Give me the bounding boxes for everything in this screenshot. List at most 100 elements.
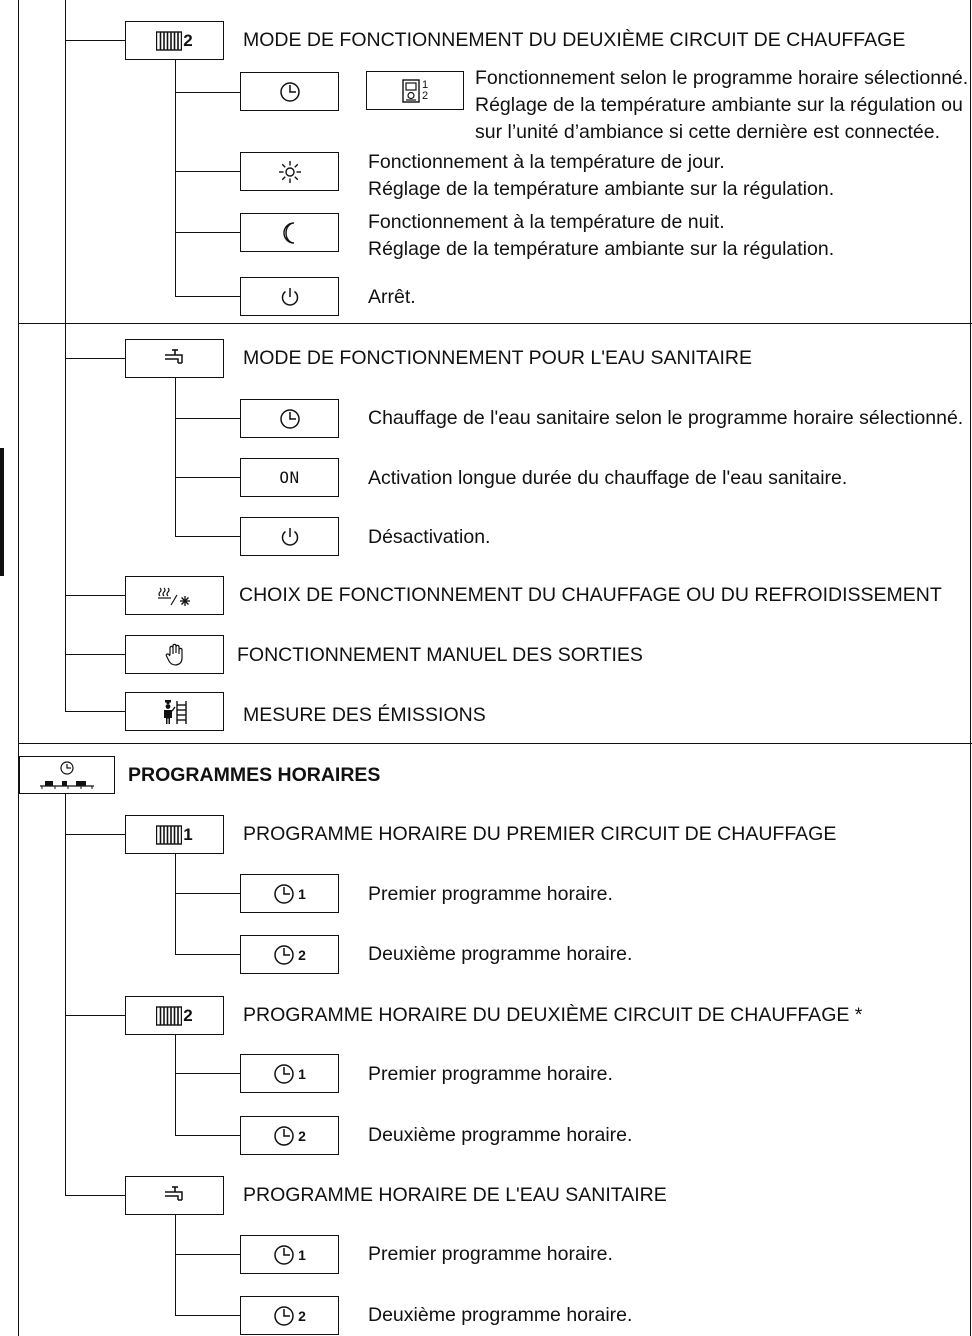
tree-connector — [175, 1315, 240, 1317]
chimney-sweep-icon — [161, 699, 189, 725]
dhw-mode-button[interactable] — [125, 339, 224, 378]
tree-branch — [175, 1215, 177, 1315]
manual-outputs-button[interactable] — [125, 635, 224, 674]
item-description: sur l’unité d’ambiance si cette dernière… — [475, 121, 941, 143]
item-description: Réglage de la température ambiante sur l… — [475, 94, 963, 116]
dhw-off-button[interactable] — [240, 517, 339, 556]
item-description: Désactivation. — [368, 526, 491, 548]
tree-connector — [175, 232, 240, 234]
program-2-button[interactable]: 2 — [240, 935, 339, 974]
program-description: Deuxième programme horaire. — [368, 1124, 633, 1146]
radiator-icon — [156, 30, 183, 51]
item-description: Arrêt. — [368, 286, 416, 308]
radiator-icon — [156, 1005, 183, 1026]
tap-icon — [163, 1185, 187, 1207]
tree-branch — [175, 854, 177, 954]
power-icon — [279, 286, 301, 308]
tree-connector — [175, 1254, 240, 1256]
item-description: Réglage de la température ambiante sur l… — [368, 238, 835, 260]
program-number: 2 — [298, 946, 306, 963]
menu-item-label: MESURE DES ÉMISSIONS — [243, 704, 486, 726]
program-number: 1 — [298, 885, 306, 902]
heating-circuit-2-mode-button[interactable]: 2 — [125, 21, 224, 60]
tree-connector — [65, 1015, 125, 1017]
emissions-measurement-button[interactable] — [125, 692, 224, 731]
dhw-schedule-button[interactable] — [240, 399, 339, 438]
program-description: Premier programme horaire. — [368, 1063, 613, 1085]
tree-connector — [175, 1135, 240, 1137]
clock-icon — [273, 1063, 295, 1085]
sun-icon — [278, 160, 302, 184]
group-title: PROGRAMME HORAIRE DE L'EAU SANITAIRE — [243, 1184, 667, 1206]
program-2-button[interactable]: 2 — [240, 1296, 339, 1335]
tree-connector — [65, 1195, 125, 1197]
program-2-button[interactable]: 2 — [240, 1116, 339, 1155]
circuit-number: 2 — [183, 30, 193, 50]
program-description: Deuxième programme horaire. — [368, 943, 633, 965]
day-mode-button[interactable] — [240, 152, 339, 191]
dhw-program-button[interactable] — [125, 1176, 224, 1215]
tree-branch — [175, 1035, 177, 1135]
tree-connector — [175, 171, 240, 173]
group-title: PROGRAMME HORAIRE DU DEUXIÈME CIRCUIT DE… — [243, 1004, 863, 1026]
tree-trunk — [65, 794, 67, 1196]
tree-branch — [175, 60, 177, 296]
clock-icon — [273, 944, 295, 966]
circuit-number: 1 — [183, 824, 193, 844]
dhw-on-button[interactable]: ON — [240, 458, 339, 497]
program-description: Premier programme horaire. — [368, 1243, 613, 1265]
tree-connector — [175, 296, 240, 298]
section-title: MODE DE FONCTIONNEMENT POUR L'EAU SANITA… — [243, 347, 752, 369]
page-edge-tab — [0, 448, 4, 576]
power-icon — [279, 526, 301, 548]
time-program-icon — [38, 760, 96, 790]
item-description: Fonctionnement à la température de jour. — [368, 151, 725, 173]
tree-connector — [175, 477, 240, 479]
page-frame-right — [970, 0, 972, 1336]
tree-connector — [65, 358, 125, 360]
item-description: Chauffage de l'eau sanitaire selon le pr… — [368, 407, 964, 429]
item-description: Fonctionnement à la température de nuit. — [368, 211, 725, 233]
heat-cool-choice-button[interactable] — [125, 576, 224, 615]
section-title: MODE DE FONCTIONNEMENT DU DEUXIÈME CIRCU… — [243, 29, 906, 51]
tree-connector — [175, 536, 240, 538]
program-description: Deuxième programme horaire. — [368, 1304, 633, 1326]
room-unit-box: 1 2 — [366, 71, 464, 110]
tree-connector — [65, 654, 125, 656]
section-title: PROGRAMMES HORAIRES — [128, 764, 381, 786]
tree-connector — [65, 40, 125, 42]
tree-connector — [65, 834, 125, 836]
schedule-mode-button[interactable] — [240, 72, 339, 111]
program-description: Premier programme horaire. — [368, 883, 613, 905]
hand-icon — [164, 643, 186, 667]
radiator-icon — [156, 824, 183, 845]
group-title: PROGRAMME HORAIRE DU PREMIER CIRCUIT DE … — [243, 823, 837, 845]
circuit-number: 2 — [183, 1005, 193, 1025]
program-1-button[interactable]: 1 — [240, 874, 339, 913]
heating-circuit-2-program-button[interactable]: 2 — [125, 996, 224, 1035]
clock-icon — [279, 81, 301, 103]
night-mode-button[interactable] — [240, 213, 339, 252]
on-label: ON — [279, 468, 300, 487]
clock-icon — [273, 883, 295, 905]
item-description: Activation longue durée du chauffage de … — [368, 467, 848, 489]
clock-icon — [273, 1125, 295, 1147]
program-number: 2 — [298, 1127, 306, 1144]
tree-connector — [175, 1073, 240, 1075]
section-divider — [18, 323, 972, 325]
off-mode-button[interactable] — [240, 277, 339, 316]
item-description: Fonctionnement selon le programme horair… — [475, 67, 969, 89]
time-programs-button[interactable] — [19, 756, 115, 794]
page-frame-left — [18, 0, 20, 1336]
tree-connector — [175, 92, 240, 94]
heating-circuit-1-program-button[interactable]: 1 — [125, 815, 224, 854]
room-unit-digit: 1 — [421, 78, 429, 91]
clock-icon — [273, 1244, 295, 1266]
program-1-button[interactable]: 1 — [240, 1054, 339, 1093]
moon-icon — [280, 221, 300, 245]
program-number: 2 — [298, 1307, 306, 1324]
program-1-button[interactable]: 1 — [240, 1235, 339, 1274]
room-unit-digit: 2 — [421, 89, 429, 102]
clock-icon — [273, 1305, 295, 1327]
